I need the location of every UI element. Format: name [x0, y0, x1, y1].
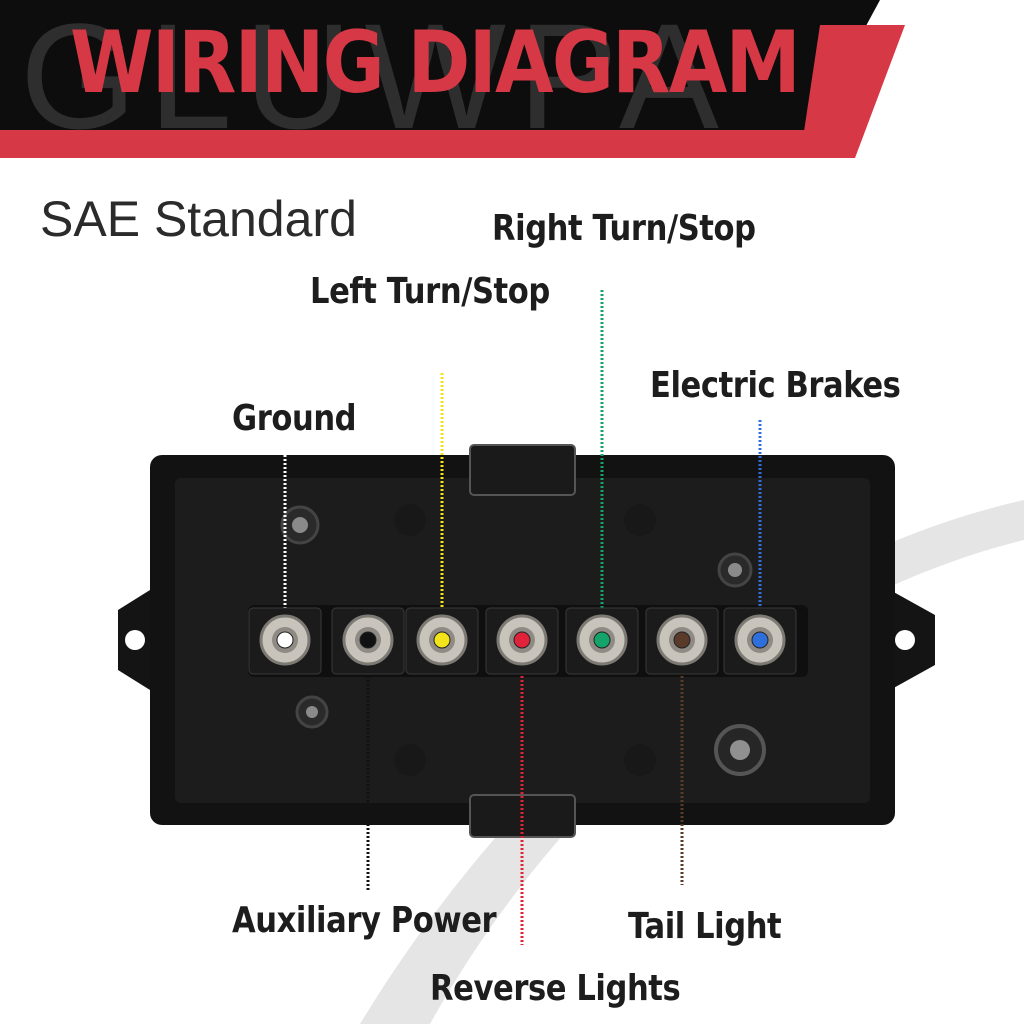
wire-color-dot — [593, 631, 611, 649]
wire-color-dot — [513, 631, 531, 649]
header-banner: GLUWPA — [0, 0, 905, 160]
mounting-tab-left — [118, 590, 150, 690]
top-clip — [469, 444, 576, 496]
diagram-subtitle: SAE Standard — [40, 191, 357, 247]
page-title: WIRING DIAGRAM — [70, 13, 801, 113]
terminal-left-turn-stop — [405, 607, 479, 675]
watermark-text: GLUWPA — [20, 0, 731, 160]
wire-color-dot — [276, 631, 294, 649]
wire-color-dot — [751, 631, 769, 649]
terminal-auxiliary-power — [331, 607, 405, 675]
label-electric-brakes: Electric Brakes — [650, 365, 901, 406]
terminal-ground — [248, 607, 322, 675]
label-ground: Ground — [232, 398, 357, 439]
wire-color-dot — [433, 631, 451, 649]
wire-leads — [283, 290, 762, 945]
wire-color-dot — [673, 631, 691, 649]
label-reverse-lights: Reverse Lights — [430, 968, 681, 1009]
terminal-right-turn-stop — [565, 607, 639, 675]
label-tail-light: Tail Light — [628, 906, 782, 947]
label-right-turn-stop: Right Turn/Stop — [492, 208, 756, 249]
label-auxiliary-power: Auxiliary Power — [232, 900, 497, 941]
terminal-tail-light — [645, 607, 719, 675]
wire-color-dot — [359, 631, 377, 649]
label-left-turn-stop: Left Turn/Stop — [310, 271, 550, 312]
terminal-electric-brakes — [723, 607, 797, 675]
swoosh-decoration — [360, 500, 1024, 1024]
terminal-posts — [248, 607, 797, 675]
terminal-reverse-lights — [485, 607, 559, 675]
mounting-tab-right — [890, 590, 935, 690]
